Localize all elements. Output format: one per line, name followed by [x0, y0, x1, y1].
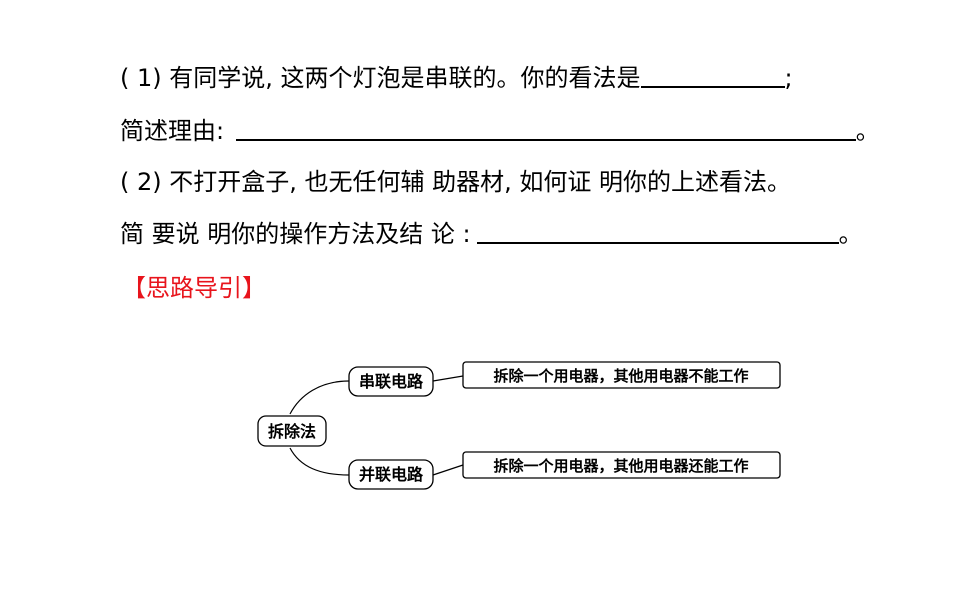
branch-series-result-box [462, 361, 781, 389]
question-line-2: 简述理由: 。 [120, 113, 880, 149]
branch-parallel-result: 拆除一个用电器，其他用电器还能工作 [493, 457, 748, 475]
question-part2-text: ( 2) 不打开盒子, 也无任何辅 助器材, 如何证 明你的上述看法。 [120, 168, 792, 196]
mindmap-root-box [257, 415, 327, 447]
question-part1-text: ( 1) 有同学说, 这两个灯泡是串联的。你的看法是 [120, 64, 641, 92]
branch-series-result: 拆除一个用电器，其他用电器不能工作 [493, 367, 748, 385]
guide-heading: 【思路导引】 [122, 274, 266, 302]
answer-blank-reason[interactable] [235, 113, 856, 141]
connector-parallel-to-result [432, 464, 464, 476]
branch-parallel-result-box [462, 451, 781, 479]
method-label: 简 要说 明你的操作方法及结 论 : [120, 220, 471, 248]
question-line-4: 简 要说 明你的操作方法及结 论 : 。 [120, 216, 863, 252]
connector-series-to-result [432, 375, 464, 382]
answer-blank-opinion[interactable] [640, 60, 785, 88]
connector-root-to-series [289, 380, 350, 415]
semicolon: ; [784, 64, 793, 92]
branch-series-label: 串联电路 [359, 372, 424, 391]
period-mark: 。 [855, 117, 880, 145]
question-line-3: ( 2) 不打开盒子, 也无任何辅 助器材, 如何证 明你的上述看法。 [120, 164, 791, 200]
connector-root-to-parallel [289, 447, 350, 476]
branch-parallel-label: 并联电路 [359, 465, 424, 484]
branch-parallel-box [348, 459, 434, 490]
mindmap-root-label: 拆除法 [268, 422, 316, 441]
branch-series-box [348, 366, 434, 397]
period-mark: 。 [838, 220, 863, 248]
reason-label: 简述理由: [120, 117, 225, 145]
question-line-1: ( 1) 有同学说, 这两个灯泡是串联的。你的看法是; [120, 60, 793, 96]
answer-blank-method[interactable] [476, 216, 839, 244]
